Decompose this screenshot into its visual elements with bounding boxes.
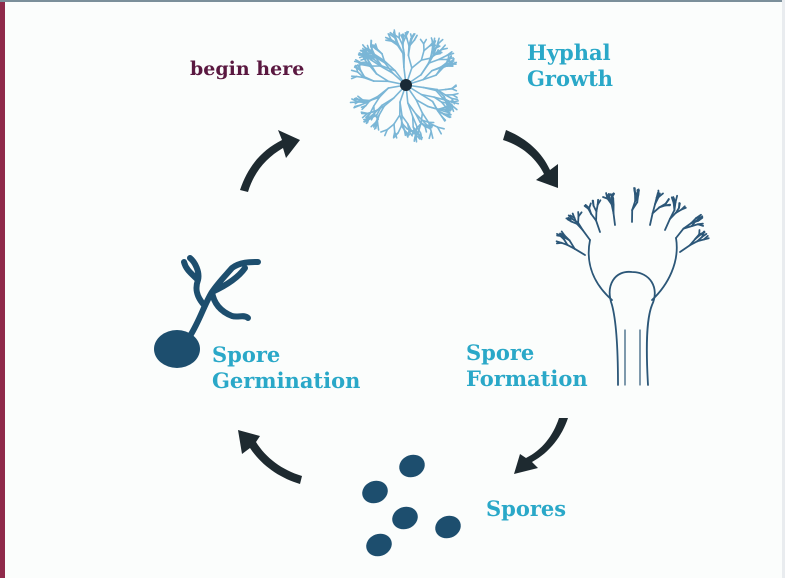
cycle-arrow-icon bbox=[238, 130, 568, 484]
stage-label-line2: Formation bbox=[466, 366, 588, 392]
spore bbox=[396, 451, 428, 481]
stage-label-spore-formation: Spore Formation bbox=[466, 340, 588, 392]
mycelium-icon bbox=[351, 30, 459, 142]
spores-icon bbox=[359, 451, 464, 560]
spore bbox=[389, 503, 421, 533]
stage-label-spores: Spores bbox=[486, 496, 566, 522]
stage-label-line1: Spore bbox=[466, 340, 588, 366]
arrow-top-right bbox=[503, 130, 558, 188]
stage-label-line2: Germination bbox=[212, 368, 360, 394]
stage-label-hyphal-growth: Hyphal Growth bbox=[527, 40, 613, 92]
arrow-bottom-left bbox=[238, 430, 302, 484]
start-label: begin here bbox=[190, 56, 304, 82]
spore bbox=[432, 512, 464, 542]
arrow-top-left bbox=[240, 130, 300, 192]
stage-label-line1: Spore bbox=[212, 342, 360, 368]
start-label-text: begin here bbox=[190, 56, 304, 82]
stage-label-line2: Growth bbox=[527, 66, 613, 92]
stage-label-line1: Hyphal bbox=[527, 40, 613, 66]
stage-label-spore-germination: Spore Germination bbox=[212, 342, 360, 394]
spore bbox=[363, 530, 395, 560]
stage-label-line1: Spores bbox=[486, 496, 566, 522]
spore bbox=[359, 477, 391, 507]
arrow-bottom-right bbox=[514, 418, 568, 474]
